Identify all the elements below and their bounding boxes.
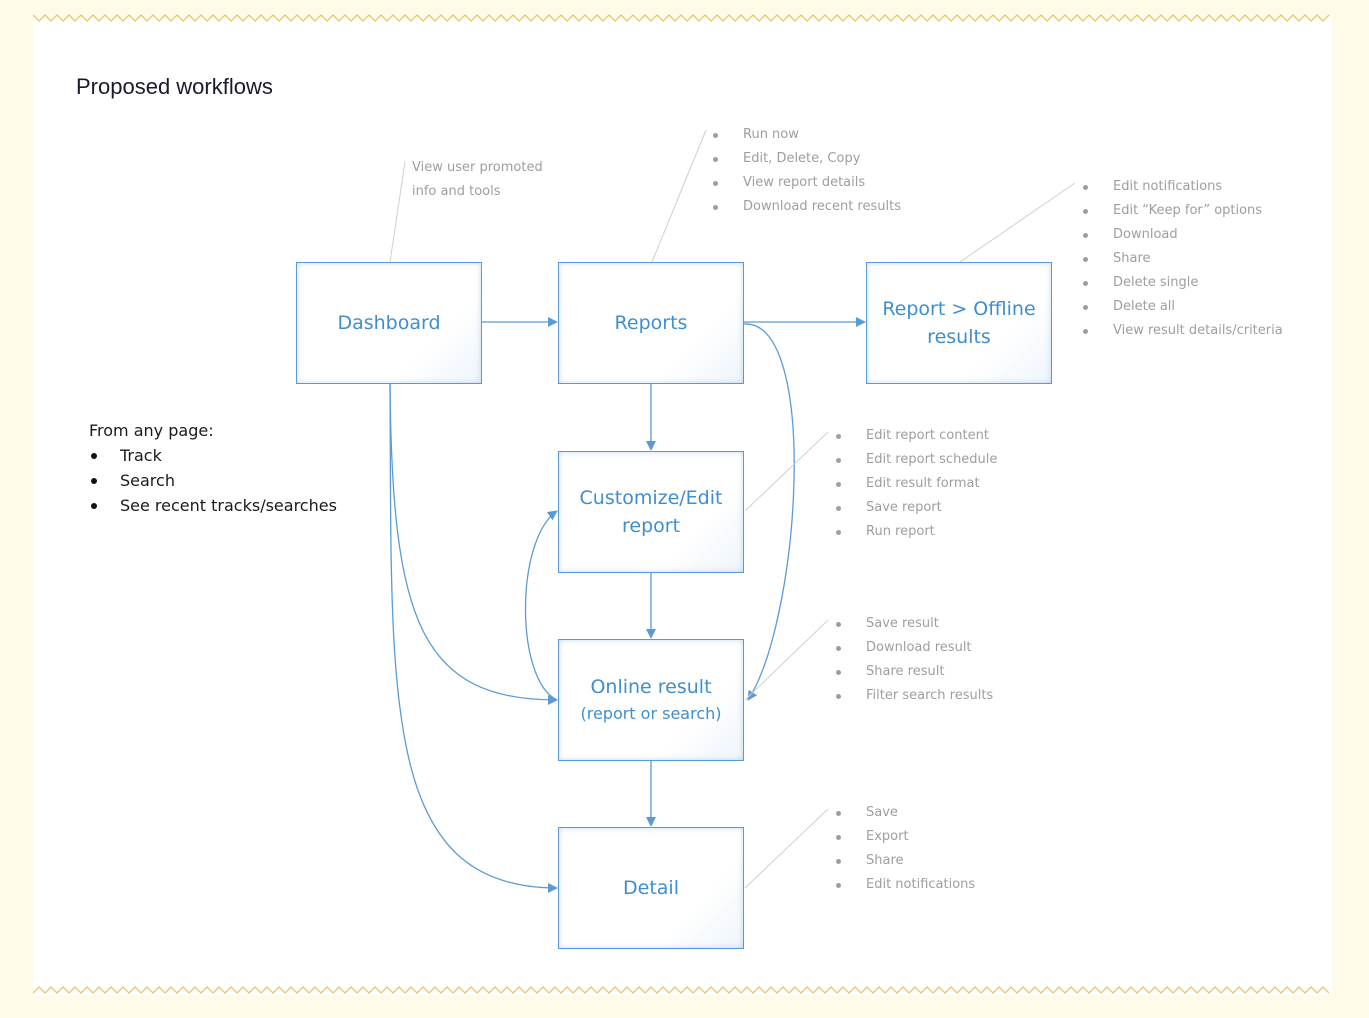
list-item: Edit, Delete, Copy bbox=[713, 147, 901, 171]
any-page-list: Track Search See recent tracks/searches bbox=[89, 443, 337, 518]
callout-line-online bbox=[744, 619, 829, 701]
detail-actions-list: Save Export Share Edit notifications bbox=[836, 801, 975, 897]
reports-label: Reports bbox=[614, 312, 688, 334]
list-item: Delete single bbox=[1083, 271, 1283, 295]
offline-label-line2: results bbox=[927, 326, 991, 348]
online-result-node: Online result (report or search) bbox=[558, 639, 744, 761]
list-item: View result details/criteria bbox=[1083, 319, 1283, 343]
dashboard-note-line1: View user promoted bbox=[412, 160, 543, 175]
list-item: Delete all bbox=[1083, 295, 1283, 319]
arrow-dashboard-to-online bbox=[389, 383, 558, 705]
callout-line-detail bbox=[744, 808, 829, 889]
list-item: Download bbox=[1083, 223, 1283, 247]
customize-edit-node: Customize/Edit report bbox=[558, 451, 744, 573]
customize-label-line2: report bbox=[621, 515, 681, 537]
offline-label-line1: Report > Offline bbox=[882, 298, 1036, 320]
list-item: Run now bbox=[713, 123, 901, 147]
callout-line-offline bbox=[959, 182, 1076, 263]
list-item: Edit “Keep for” options bbox=[1083, 199, 1283, 223]
offline-results-node: Report > Offline results bbox=[866, 262, 1052, 384]
dashboard-note: View user promoted info and tools bbox=[412, 156, 572, 204]
customize-label-line1: Customize/Edit bbox=[579, 487, 723, 509]
bottom-zigzag-border bbox=[33, 986, 1330, 994]
online-label-line2: (report or search) bbox=[580, 704, 722, 723]
list-item: Save report bbox=[836, 496, 997, 520]
arrow-reports-to-online bbox=[743, 323, 795, 701]
reports-node: Reports bbox=[558, 262, 744, 384]
top-zigzag-border bbox=[33, 14, 1330, 22]
callout-line-reports bbox=[651, 129, 707, 263]
any-page-heading: From any page: bbox=[89, 421, 214, 440]
online-label-line1: Online result bbox=[590, 676, 712, 698]
list-item: Edit notifications bbox=[836, 873, 975, 897]
customize-actions-list: Edit report content Edit report schedule… bbox=[836, 424, 997, 544]
dashboard-node: Dashboard bbox=[296, 262, 482, 384]
list-item: Filter search results bbox=[836, 684, 993, 708]
page-title: Proposed workflows bbox=[76, 74, 273, 99]
zigzag-line bbox=[33, 986, 1330, 994]
list-item: Download recent results bbox=[713, 195, 901, 219]
list-item: Track bbox=[89, 443, 337, 468]
list-item: Edit report content bbox=[836, 424, 997, 448]
list-item: Download result bbox=[836, 636, 993, 660]
list-item: View report details bbox=[713, 171, 901, 195]
reports-actions-list: Run now Edit, Delete, Copy View report d… bbox=[713, 123, 901, 219]
zigzag-line bbox=[33, 14, 1330, 22]
list-item: Save result bbox=[836, 612, 993, 636]
list-item: Export bbox=[836, 825, 975, 849]
dashboard-label: Dashboard bbox=[337, 312, 441, 334]
list-item: Search bbox=[89, 468, 337, 493]
list-item: Edit report schedule bbox=[836, 448, 997, 472]
callout-line-dashboard bbox=[389, 161, 406, 263]
list-item: Save bbox=[836, 801, 975, 825]
online-actions-list: Save result Download result Share result… bbox=[836, 612, 993, 708]
list-item: Run report bbox=[836, 520, 997, 544]
callout-line-customize bbox=[744, 431, 829, 512]
list-item: Share result bbox=[836, 660, 993, 684]
list-item: See recent tracks/searches bbox=[89, 493, 337, 518]
detail-label: Detail bbox=[623, 877, 679, 899]
detail-node: Detail bbox=[558, 827, 744, 949]
list-item: Edit notifications bbox=[1083, 175, 1283, 199]
arrow-dashboard-to-detail bbox=[389, 383, 558, 893]
dashboard-note-line2: info and tools bbox=[412, 184, 501, 199]
offline-actions-list: Edit notifications Edit “Keep for” optio… bbox=[1083, 175, 1283, 343]
any-page-note: From any page: Track Search See recent t… bbox=[89, 419, 337, 518]
list-item: Share bbox=[836, 849, 975, 873]
list-item: Share bbox=[1083, 247, 1283, 271]
arrow-online-to-customize bbox=[524, 510, 558, 701]
list-item: Edit result format bbox=[836, 472, 997, 496]
